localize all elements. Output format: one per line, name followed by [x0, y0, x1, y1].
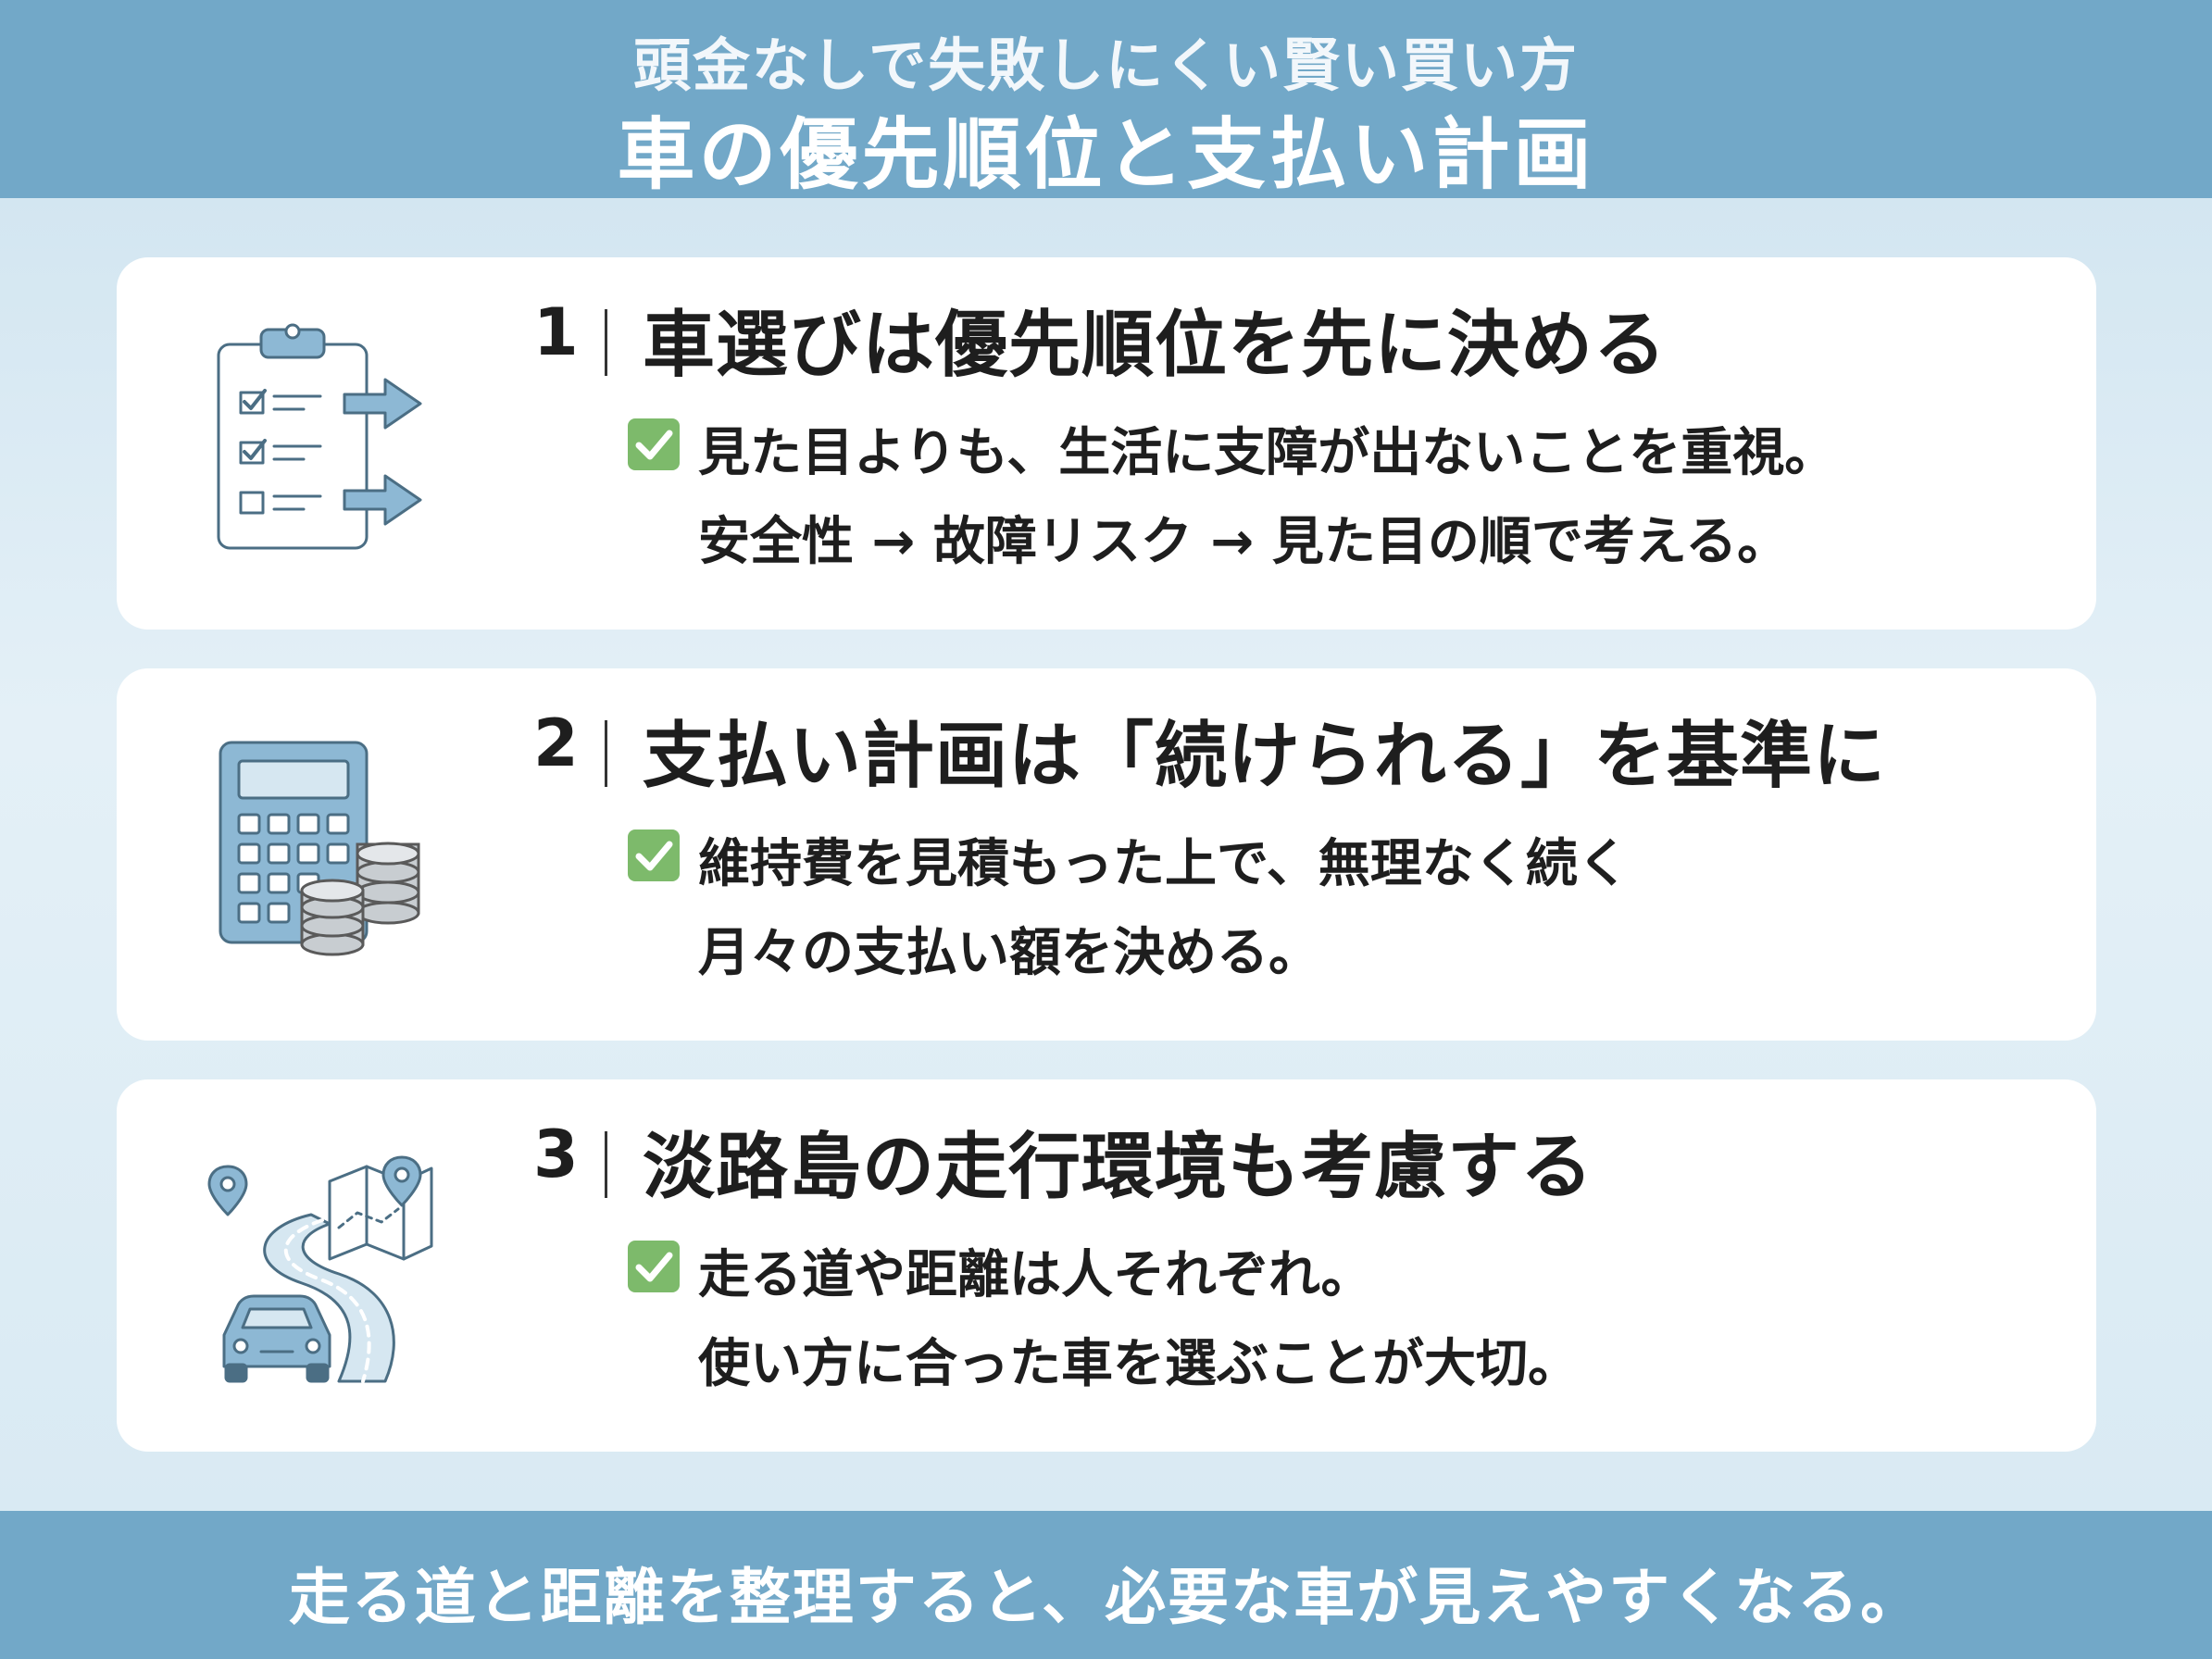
content-area: 1 車選びは優先順位を先に決める 見た目よりも、生活に支障が出ないことを重視。 …: [0, 198, 2212, 1511]
card-text-line: 使い方に合った車を選ぶことが大切。: [698, 1334, 1580, 1394]
checkmark-icon: [628, 830, 680, 881]
checklist-arrows-icon: [200, 322, 450, 563]
card-title: 淡路島の走行環境も考慮する: [643, 1126, 1594, 1209]
footer-banner: 走る道と距離を整理すると、必要な車が見えやすくなる。: [0, 1511, 2212, 1659]
card-text-line: 安全性 → 故障リスク → 見た目の順で考える。: [698, 512, 1790, 572]
card-1: 1 車選びは優先順位を先に決める 見た目よりも、生活に支障が出ないことを重視。 …: [117, 257, 2096, 630]
card-number: 1: [533, 294, 579, 370]
page-title: 車の優先順位と支払い計画: [617, 109, 1595, 200]
card-3: 3 淡路島の走行環境も考慮する 走る道や距離は人それぞれ。 使い方に合った車を選…: [117, 1079, 2096, 1452]
divider: [605, 1131, 607, 1198]
divider: [605, 309, 607, 376]
card-number: 2: [533, 705, 579, 781]
checkmark-icon: [628, 418, 680, 470]
checkmark-icon: [628, 1241, 680, 1292]
map-road-car-icon: [200, 1144, 450, 1385]
card-text-line: 維持費を見積もった上で、無理なく続く: [698, 834, 1630, 894]
header-banner: 頭金なしで失敗しにくい賢い買い方 車の優先順位と支払い計画: [0, 0, 2212, 200]
card-text-line: 見た目よりも、生活に支障が出ないことを重視。: [698, 423, 1837, 483]
card-title: 支払い計画は「続けられる」を基準に: [643, 715, 1887, 798]
divider: [605, 720, 607, 787]
card-number: 3: [533, 1116, 579, 1192]
footer-text: 走る道と距離を整理すると、必要な車が見えやすくなる。: [288, 1562, 1924, 1633]
card-text-line: 月々の支払い額を決める。: [698, 923, 1320, 983]
card-2: 2 支払い計画は「続けられる」を基準に 維持費を見積もった上で、無理なく続く 月…: [117, 668, 2096, 1041]
card-text-line: 走る道や距離は人それぞれ。: [698, 1245, 1373, 1305]
page-subtitle: 頭金なしで失敗しにくい賢い買い方: [633, 31, 1579, 99]
calculator-coins-icon: [200, 733, 450, 974]
card-title: 車選びは優先順位を先に決める: [643, 304, 1668, 387]
